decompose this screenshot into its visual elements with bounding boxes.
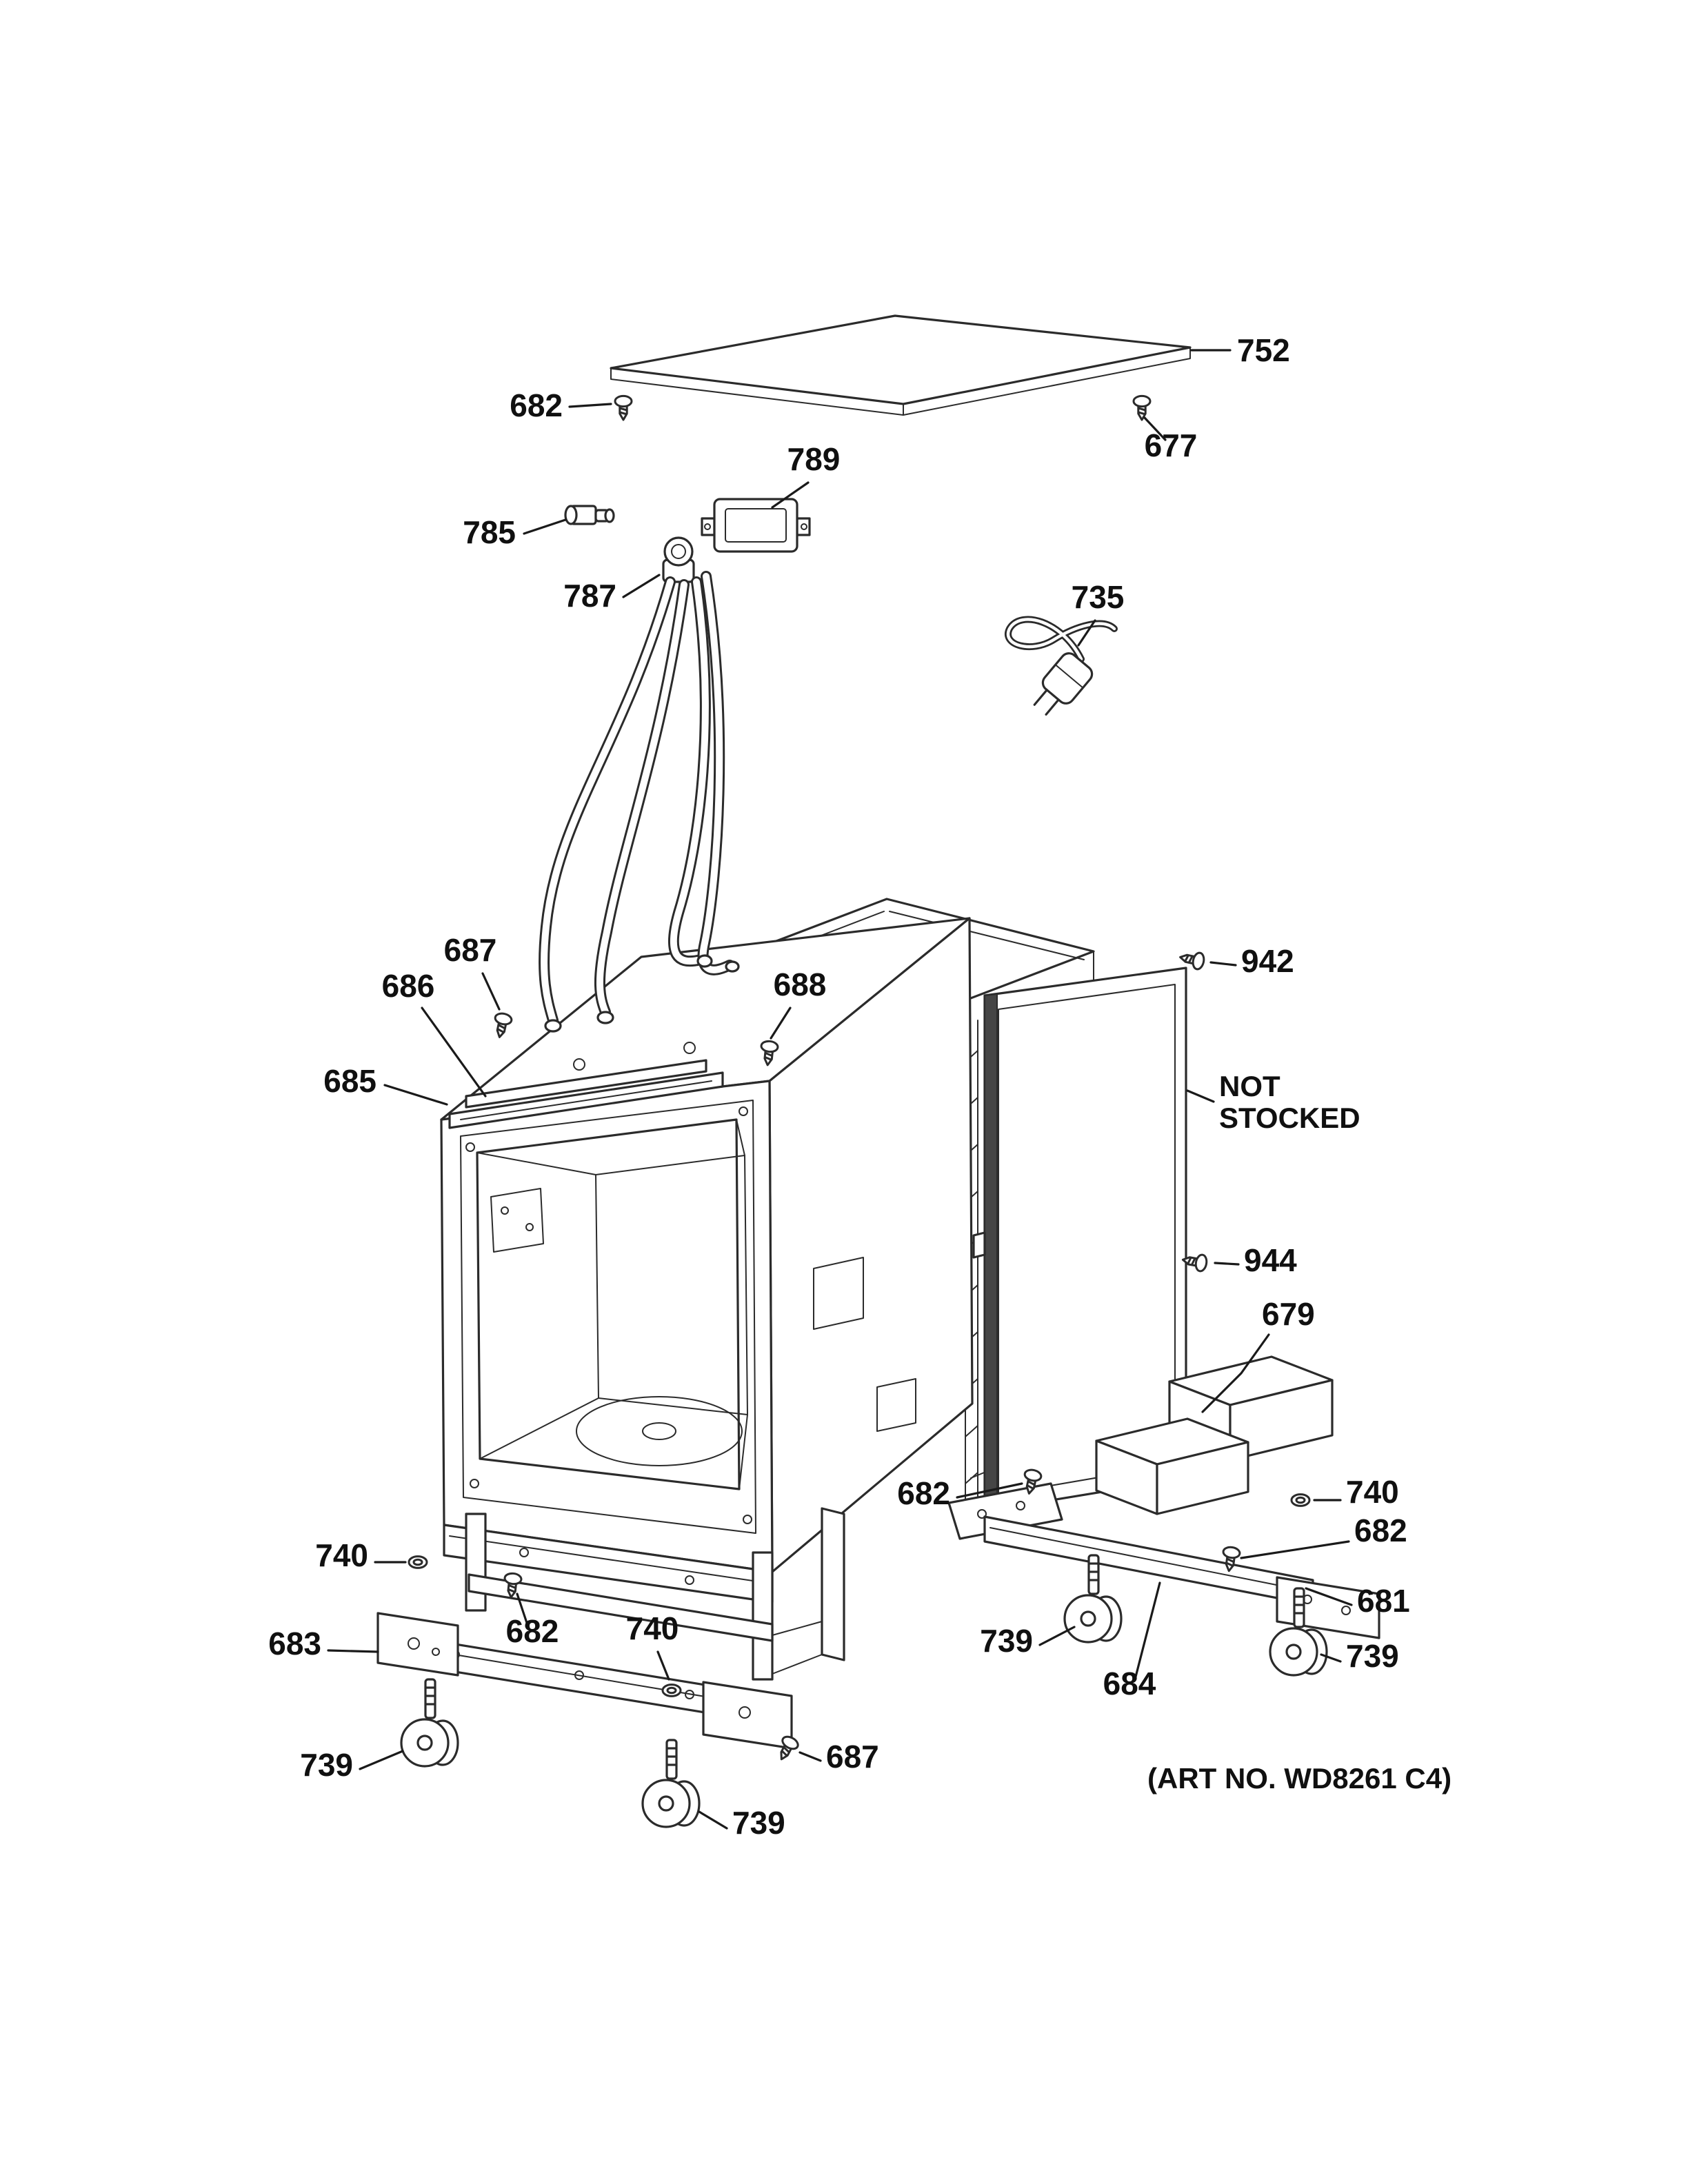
callout-785: 785 (463, 514, 516, 550)
caster-739-front-left (400, 1678, 459, 1768)
tub-mount-strip-685 (448, 1071, 724, 1129)
callout-684: 684 (1103, 1666, 1156, 1701)
callout-682-top: 682 (510, 387, 563, 423)
callout-740-rear: 740 (1346, 1474, 1399, 1510)
callout-labels: 752 682 677 789 785 787 735 687 686 685 … (268, 332, 1451, 1841)
leader-677 (1143, 416, 1167, 441)
callout-944: 944 (1244, 1242, 1297, 1278)
leader-739-rear-left (1038, 1626, 1076, 1646)
not-stocked-line2: STOCKED (1219, 1102, 1360, 1134)
power-plug (1033, 652, 1094, 716)
leader-686 (421, 1007, 487, 1098)
leader-789 (771, 481, 810, 509)
callout-789: 789 (787, 441, 841, 477)
tub-mount-strip-686 (465, 1059, 707, 1109)
leader-687-lower (798, 1751, 822, 1762)
callout-682-front: 682 (506, 1613, 559, 1649)
callout-682-rear-right: 682 (1354, 1513, 1407, 1548)
not-stocked-line1: NOT (1219, 1070, 1280, 1102)
check-valve (564, 505, 615, 525)
leader-lines (327, 349, 1353, 1830)
caster-739-rear-left (1063, 1554, 1123, 1644)
callout-687-lower: 687 (826, 1739, 879, 1775)
leader-683 (327, 1649, 379, 1653)
tub (440, 917, 974, 1604)
screw-942 (1177, 948, 1207, 971)
callout-942: 942 (1241, 943, 1294, 979)
leader-787 (622, 574, 661, 598)
screw-687-upper (490, 1011, 514, 1040)
callout-677: 677 (1145, 427, 1198, 463)
callout-682-rear-left: 682 (897, 1475, 950, 1511)
leader-687-upper (481, 972, 501, 1011)
leader-942 (1209, 961, 1237, 967)
leader-684 (1134, 1581, 1161, 1681)
leader-685 (383, 1084, 448, 1106)
leader-679 (1201, 1333, 1270, 1413)
nut-740-rear (1290, 1493, 1311, 1507)
leader-739-front-mid (698, 1810, 728, 1830)
leader-739-front-left (359, 1750, 404, 1770)
callout-681: 681 (1357, 1583, 1410, 1619)
nut-740-front-left (408, 1555, 428, 1569)
leader-not-stocked (1186, 1089, 1215, 1103)
callout-739-front-left: 739 (300, 1747, 353, 1783)
leader-739-rear-right (1320, 1653, 1342, 1663)
inlet-hoses (539, 571, 740, 1033)
under-tub-frame (465, 1507, 845, 1681)
leader-682-top (568, 403, 612, 408)
callout-683: 683 (268, 1626, 321, 1661)
callout-787: 787 (563, 578, 616, 614)
callout-752: 752 (1237, 332, 1290, 368)
art-number: (ART NO. WD8261 C4) (1147, 1762, 1451, 1794)
leader-944 (1214, 1262, 1240, 1266)
leader-682-front (516, 1593, 530, 1628)
water-inlet-fitting (662, 536, 695, 583)
junction-box (701, 498, 811, 553)
nut-740-front-mid (661, 1684, 682, 1697)
callout-735: 735 (1072, 579, 1125, 615)
screw-682-top (614, 394, 633, 421)
screw-677 (1132, 394, 1152, 421)
leader-688 (770, 1007, 792, 1040)
insulation-blocks (1095, 1355, 1334, 1515)
leader-740-front-mid (656, 1650, 670, 1681)
callout-740-front-mid: 740 (626, 1610, 679, 1646)
callout-686: 686 (382, 968, 435, 1004)
callout-739-rear-left: 739 (980, 1623, 1033, 1659)
callout-688: 688 (774, 967, 827, 1002)
top-panel (610, 314, 1192, 416)
leader-735 (1077, 619, 1096, 647)
power-cord (1005, 616, 1118, 716)
side-panel (972, 967, 1187, 1513)
callout-685: 685 (323, 1063, 376, 1099)
leader-682-rear-right (1240, 1540, 1350, 1559)
callout-687-upper: 687 (444, 932, 497, 968)
leader-681 (1305, 1587, 1353, 1606)
callout-740-front-left: 740 (315, 1537, 368, 1573)
leader-785 (523, 518, 567, 535)
callout-739-front-mid: 739 (732, 1805, 785, 1841)
leader-682-rear-left (956, 1482, 1023, 1499)
callout-739-rear-right: 739 (1346, 1638, 1399, 1674)
caster-739-front-mid (641, 1739, 701, 1828)
callout-679: 679 (1262, 1296, 1315, 1332)
